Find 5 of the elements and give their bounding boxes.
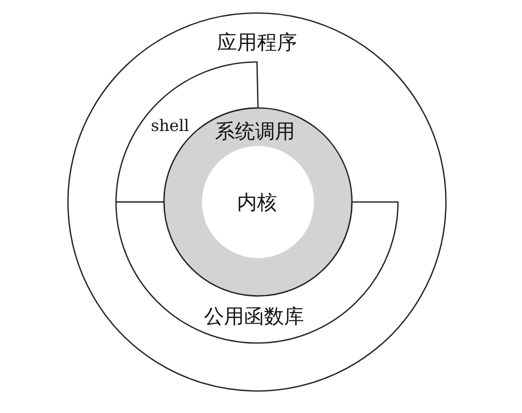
layer-label: 应用程序 — [217, 31, 297, 53]
layer-label: shell — [150, 115, 190, 137]
layer-label: 公用函数库 — [204, 305, 304, 327]
layer-label: 内核 — [237, 191, 277, 213]
layer-label: 系统调用 — [215, 120, 295, 142]
